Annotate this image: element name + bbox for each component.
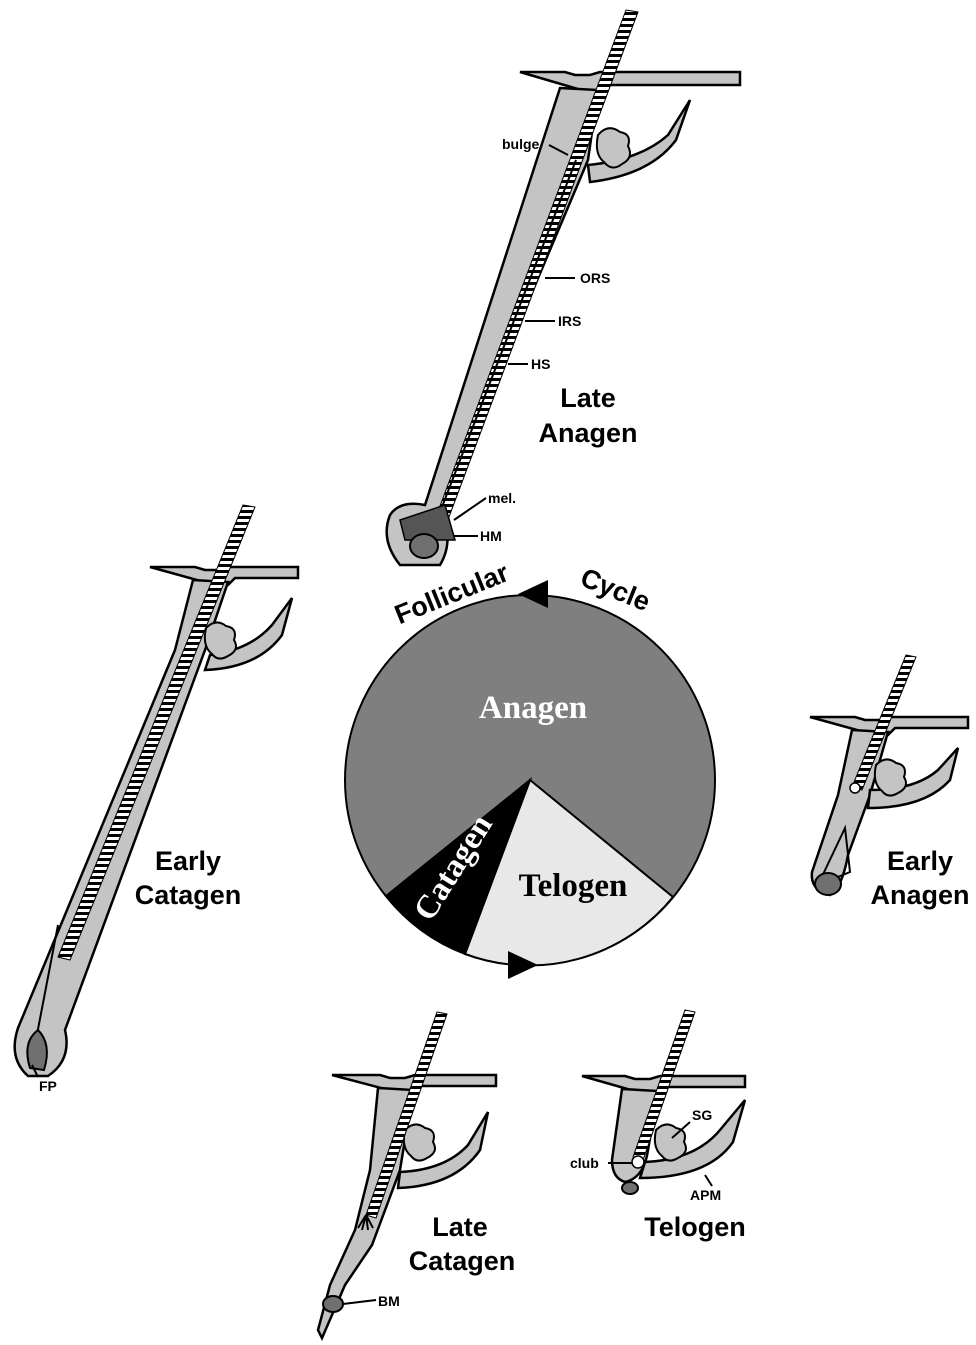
early-catagen-title: Early <box>155 846 221 876</box>
early-anagen-papilla <box>815 873 841 895</box>
club-label: club <box>570 1155 599 1171</box>
late-anagen-epidermis <box>520 72 740 92</box>
telogen-follicle: club SG APM Telogen <box>570 1010 746 1242</box>
late-anagen-sebaceous-gland <box>597 128 630 167</box>
late-catagen-title: Late <box>432 1212 488 1242</box>
early-anagen-follicle: Early Anagen <box>810 655 970 910</box>
late-catagen-papilla <box>323 1296 343 1312</box>
late-catagen-title-2: Catagen <box>409 1246 516 1276</box>
early-anagen-title: Early <box>887 846 953 876</box>
late-anagen-title: Late <box>560 383 616 413</box>
bm-label: BM <box>378 1293 400 1309</box>
cycle-pie: Anagen Telogen Catagen Follicular Cycle <box>345 557 715 979</box>
bulge-label: bulge <box>502 136 540 152</box>
early-catagen-follicle: FP Early Catagen <box>15 505 298 1094</box>
early-catagen-sebaceous-gland <box>205 622 236 658</box>
late-anagen-papilla <box>410 534 438 558</box>
telogen-title: Telogen <box>644 1212 746 1242</box>
late-anagen-follicle: bulge ORS IRS HS mel. HM Late Anagen <box>387 10 740 565</box>
apm-label: APM <box>690 1187 721 1203</box>
early-catagen-title-2: Catagen <box>135 880 242 910</box>
mel-label: mel. <box>488 490 516 506</box>
anagen-phase-label: Anagen <box>479 690 587 726</box>
telogen-club <box>632 1156 644 1168</box>
telogen-papilla <box>622 1182 638 1194</box>
early-anagen-club <box>850 783 860 793</box>
ors-label: ORS <box>580 270 610 286</box>
hm-label: HM <box>480 528 502 544</box>
late-catagen-sebaceous-gland <box>404 1124 435 1160</box>
late-catagen-follicle: BM Late Catagen <box>318 1012 515 1338</box>
telogen-phase-label: Telogen <box>519 868 628 904</box>
late-anagen-irs <box>440 160 576 512</box>
late-anagen-title-2: Anagen <box>538 418 637 448</box>
early-anagen-title-2: Anagen <box>870 880 969 910</box>
sg-label: SG <box>692 1107 712 1123</box>
fp-label: FP <box>39 1078 57 1094</box>
hs-label: HS <box>531 356 550 372</box>
irs-label: IRS <box>558 313 581 329</box>
